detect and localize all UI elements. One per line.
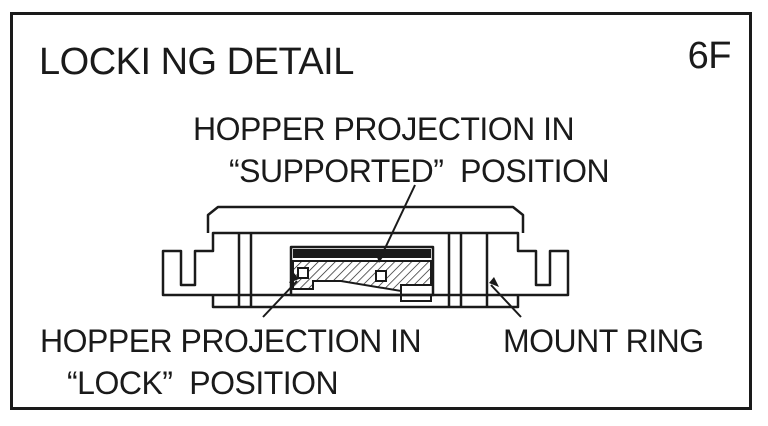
label-lock-line1: HOPPER PROJECTION IN <box>40 323 422 359</box>
lock-square-right <box>375 270 387 282</box>
label-supported-line1: HOPPER PROJECTION IN <box>193 111 575 147</box>
label-lock-line2: “LOCK” POSITION <box>67 365 339 401</box>
hopper-top-bar <box>293 249 431 258</box>
top-plate <box>206 205 525 233</box>
base-step <box>211 295 520 309</box>
cavity <box>289 245 435 297</box>
leader-lock <box>262 280 298 318</box>
locking-detail-drawing <box>161 184 570 318</box>
leader-supported <box>378 184 416 262</box>
lock-square-left <box>297 267 309 279</box>
hopper-projection <box>292 260 432 293</box>
leader-mount-ring <box>490 284 522 318</box>
figure-code: 6F <box>687 35 732 77</box>
mount-ring-outline <box>161 231 570 297</box>
label-mount-ring: MOUNT RING <box>503 323 704 359</box>
label-supported-line2: “SUPPORTED” POSITION <box>229 153 610 189</box>
diagram-title: LOCKI NG DETAIL <box>39 41 354 83</box>
diagram-frame: LOCKI NG DETAIL 6F HOPPER PROJECTION IN … <box>10 12 752 410</box>
